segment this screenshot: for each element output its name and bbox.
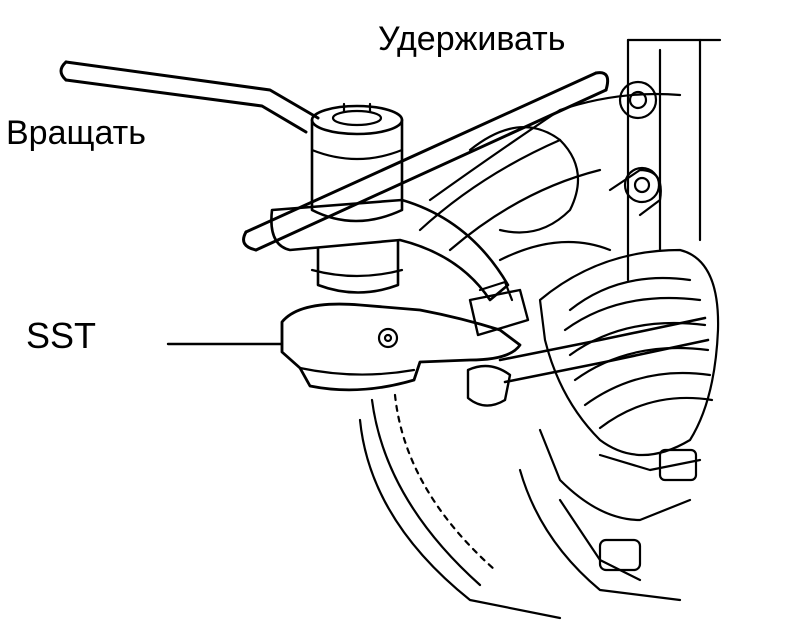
rotate-label: Вращать — [6, 114, 146, 152]
strut-frame — [618, 38, 722, 282]
ball-joint — [466, 280, 710, 407]
rotating-bar — [59, 60, 320, 134]
sst-clamp — [280, 302, 522, 392]
holding-bar — [242, 71, 610, 252]
sst-yoke — [270, 198, 510, 302]
hold-label: Удерживать — [378, 20, 566, 58]
sst-label: SST — [26, 315, 97, 356]
sst-tool-head — [310, 102, 404, 223]
